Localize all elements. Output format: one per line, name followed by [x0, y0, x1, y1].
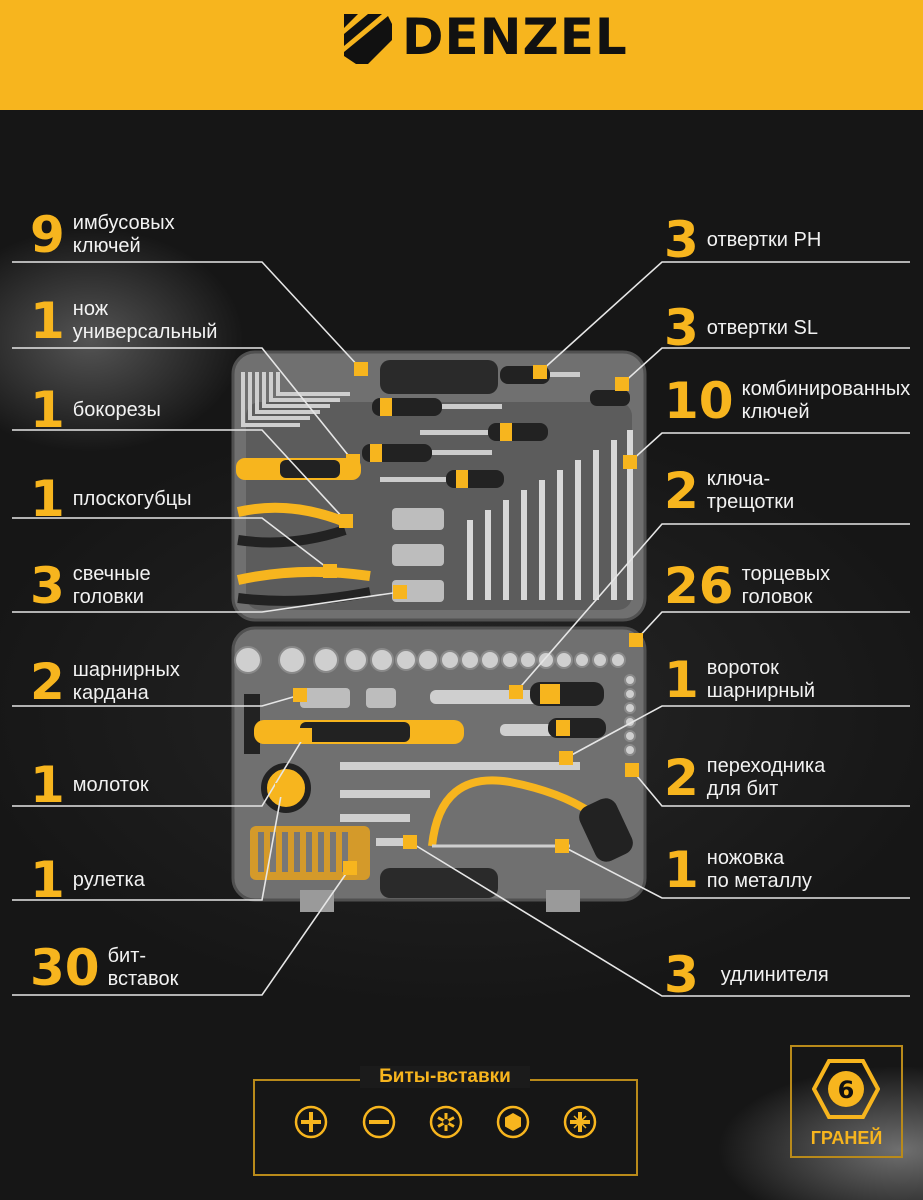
callout-count: 1 [664, 841, 699, 899]
callout-label: шарнирных [72, 659, 180, 681]
callout-label: головок [741, 586, 813, 608]
callout-count: 3 [664, 946, 699, 1004]
callout-label: свечные [72, 563, 151, 585]
callout-count: 2 [664, 462, 699, 520]
callout-label: головки [72, 586, 144, 608]
callout-label: бокорезы [72, 398, 161, 421]
callout-label: ножовка [706, 847, 785, 869]
hexagon-icon: 6 [812, 1059, 880, 1119]
callout-count: 3 [30, 557, 65, 615]
brand-header: DENZEL [0, 0, 923, 110]
brand-name: DENZEL [402, 8, 628, 66]
callout-tape-measure: 1 рулетка [30, 855, 145, 905]
slotted-bit-icon [362, 1105, 396, 1139]
six-faces-badge [790, 1045, 903, 1158]
torx-bit-icon [429, 1105, 463, 1139]
callout-count: 1 [30, 292, 65, 350]
six-faces-caption: ГРАНЕЙ [810, 1128, 883, 1148]
hex-bit-icon [496, 1105, 530, 1139]
six-faces-number: 6 [838, 1076, 855, 1104]
callout-label: вставок [107, 968, 179, 990]
callout-extensions: 3 удлинителя [664, 950, 829, 1000]
callout-label: шарнирный [706, 680, 816, 702]
callout-count: 3 [664, 211, 699, 269]
callout-pliers: 1 плоскогубцы [30, 474, 192, 524]
callout-count: 9 [30, 206, 65, 264]
callout-label: ключа- [706, 468, 771, 490]
pozidriv-bit-icon [563, 1105, 597, 1139]
callout-side-cutters: 1 бокорезы [30, 385, 161, 435]
callout-label: для бит [706, 778, 779, 800]
callout-label: ключей [741, 401, 810, 423]
callout-label: вороток [706, 657, 779, 679]
callout-count: 3 [664, 299, 699, 357]
callout-label: по металлу [706, 870, 812, 892]
callout-label: отвертки SL [706, 316, 818, 339]
callout-label: трещотки [706, 491, 795, 513]
callout-label: универсальный [72, 321, 218, 343]
callout-count: 1 [664, 651, 699, 709]
callout-label: комбинированных [741, 378, 911, 400]
bits-types-title: Биты-вставки [360, 1066, 530, 1088]
callout-count: 2 [664, 749, 699, 807]
callout-ratchets: 2 ключа-трещотки [664, 466, 794, 516]
callout-count: 30 [30, 939, 100, 997]
callout-label: бит- [107, 945, 147, 967]
callout-label: молоток [72, 773, 149, 796]
callout-label: удлинителя [720, 963, 829, 986]
callout-label: отвертки PH [706, 228, 822, 251]
callout-count: 1 [30, 381, 65, 439]
denzel-logo-icon [344, 14, 392, 64]
callout-label: рулетка [72, 868, 145, 891]
callout-bits: 30 бит-вставок [30, 943, 178, 993]
callout-sl-screwdrivers: 3 отвертки SL [664, 303, 818, 353]
callout-label: ключей [72, 235, 141, 257]
callout-label: торцевых [741, 563, 831, 585]
callout-count: 1 [30, 756, 65, 814]
callout-label: нож [72, 298, 109, 320]
callout-label: кардана [72, 682, 149, 704]
callout-count: 1 [30, 851, 65, 909]
callout-ph-screwdrivers: 3 отвертки PH [664, 215, 821, 265]
callout-label: плоскогубцы [72, 487, 192, 510]
callout-count: 26 [664, 557, 734, 615]
callout-label: имбусовых [72, 212, 175, 234]
callout-label: переходника [706, 755, 826, 777]
callout-count: 2 [30, 653, 65, 711]
callout-count: 10 [664, 372, 734, 430]
phillips-bit-icon [294, 1105, 328, 1139]
callout-hammer: 1 молоток [30, 760, 149, 810]
callout-count: 1 [30, 470, 65, 528]
